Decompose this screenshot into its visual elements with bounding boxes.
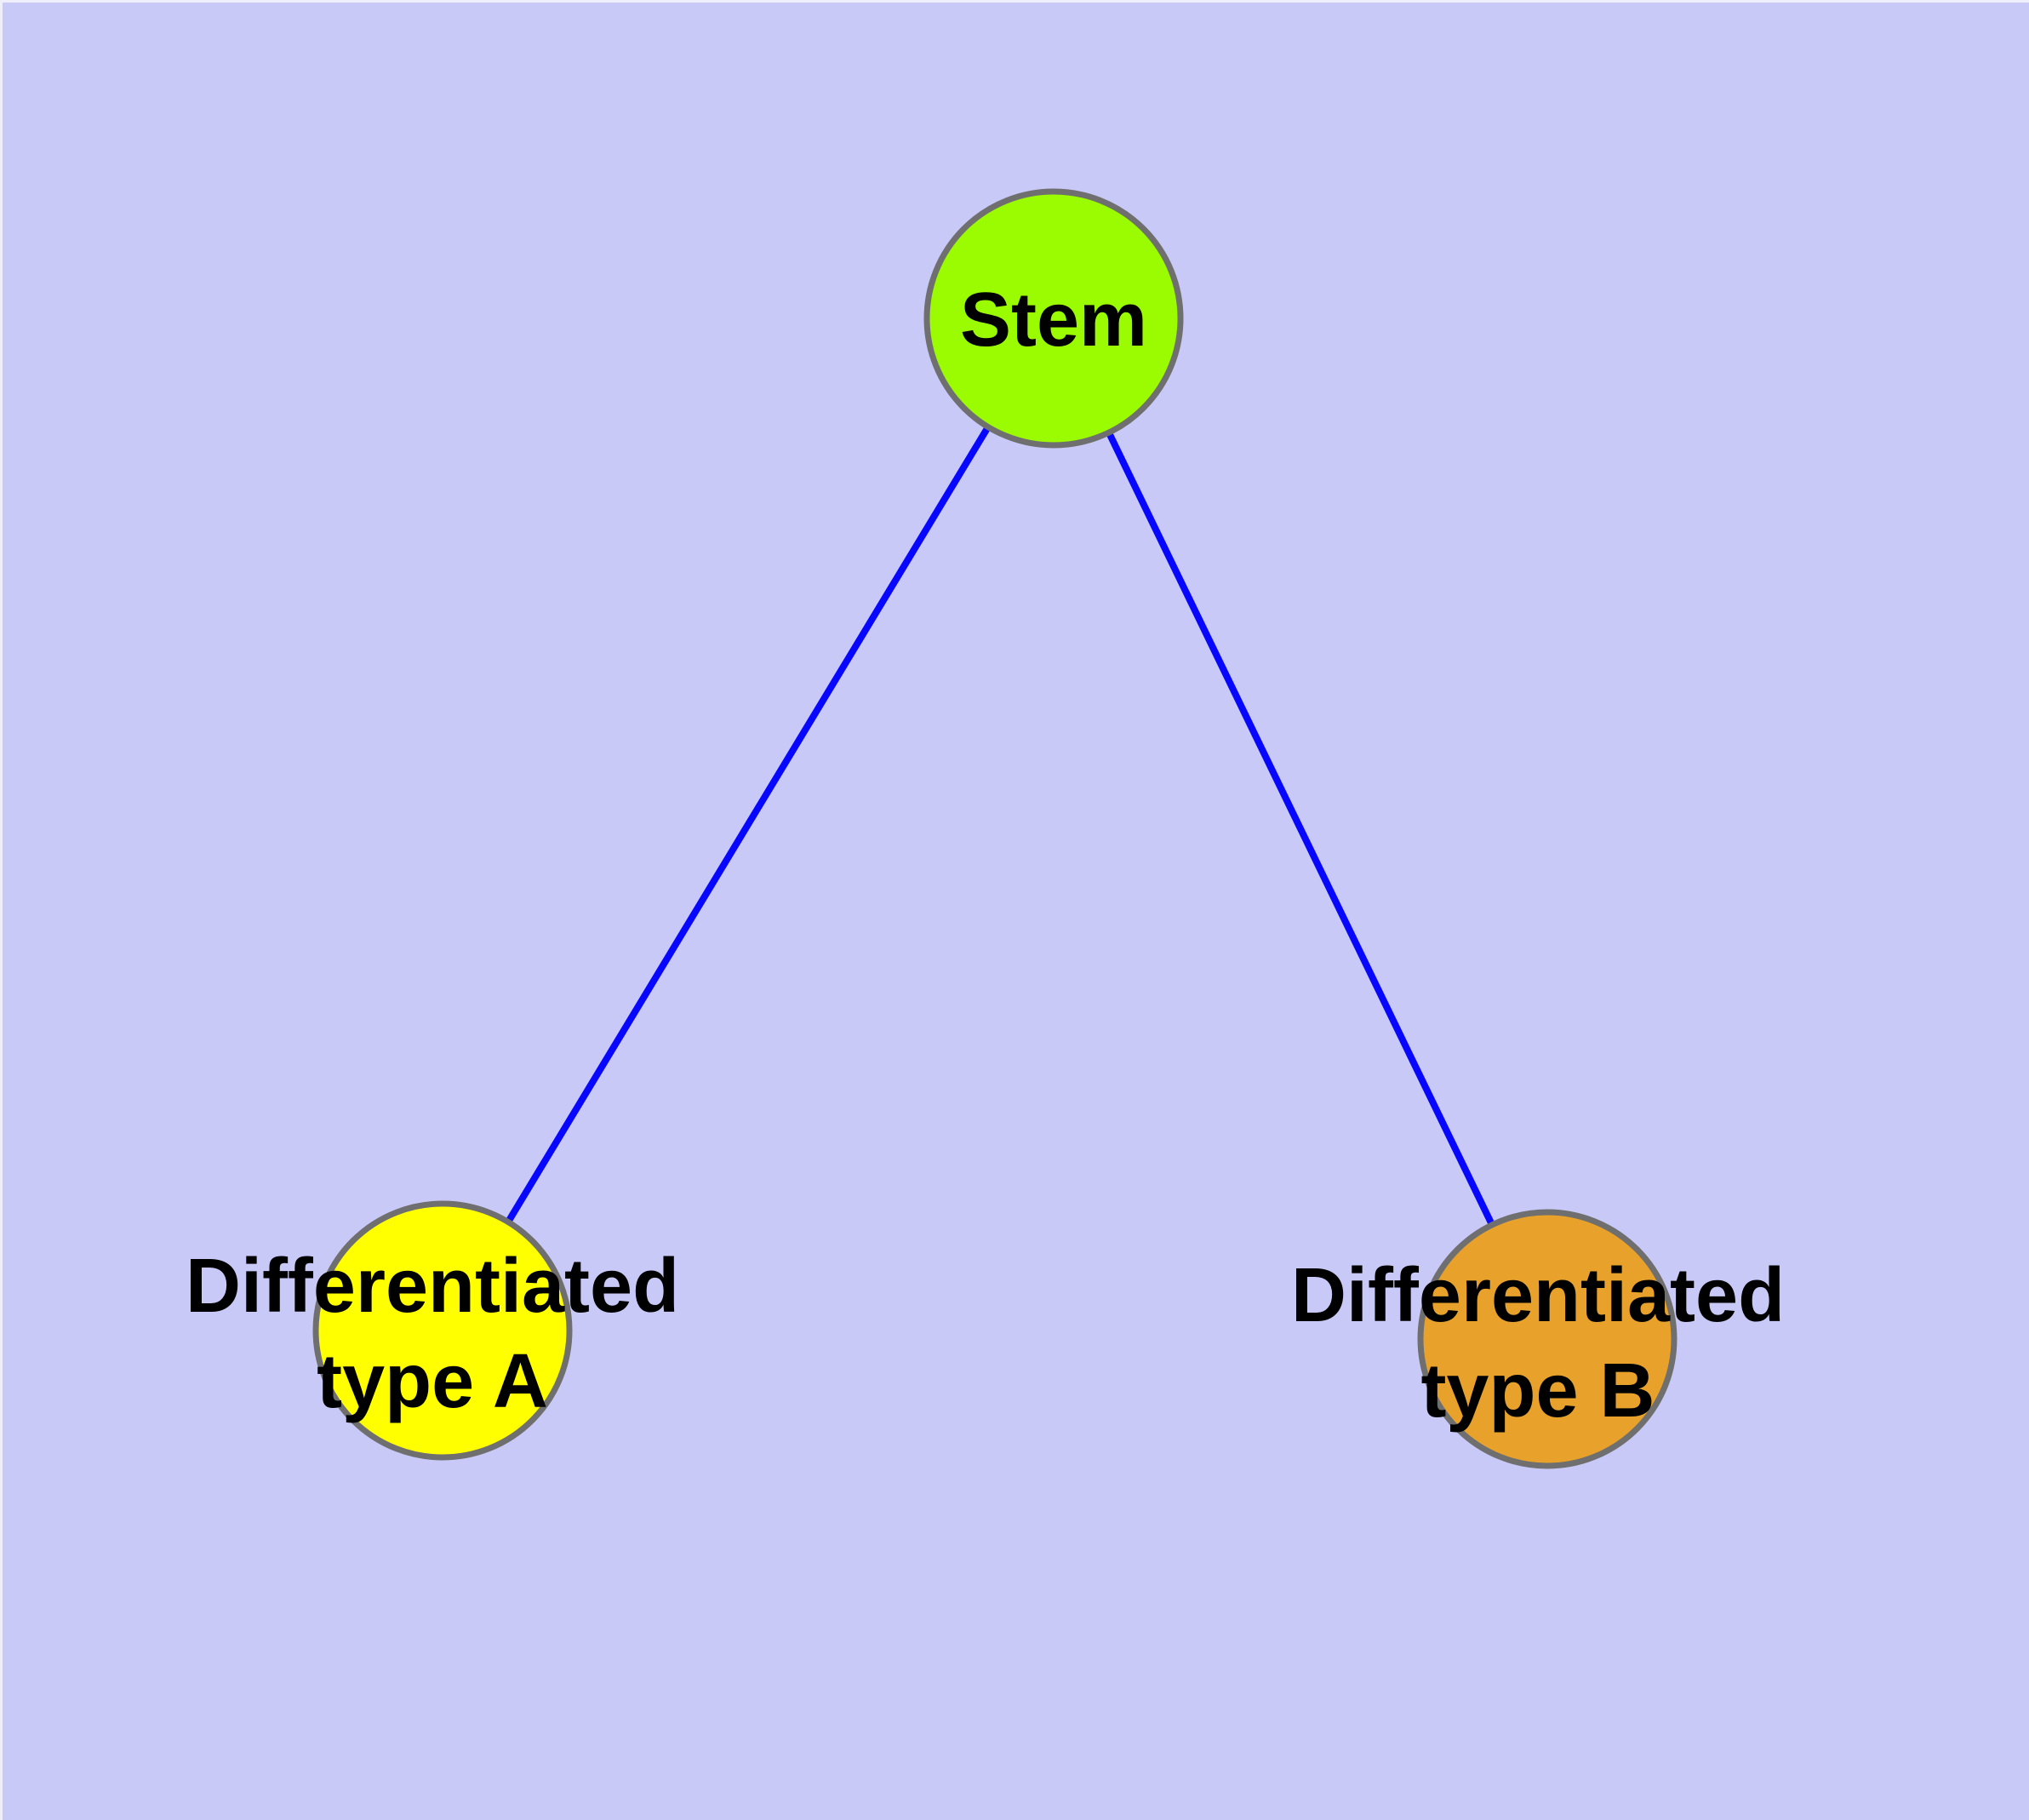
node-stem-label-text: Stem	[959, 278, 1148, 363]
node-type-a-label-line2: type A	[317, 1339, 548, 1424]
canvas-top-edge-highlight	[0, 0, 2029, 3]
node-type-b-label: Differentiated type B	[1291, 1248, 1785, 1439]
node-type-a-circle	[312, 1200, 573, 1461]
node-type-a-label-line1: Differentiated	[185, 1244, 680, 1329]
canvas-left-edge-highlight	[0, 0, 3, 1820]
node-type-a-label: Differentiated type A	[186, 1239, 679, 1429]
edge-stem-to-type-b	[1050, 317, 1551, 1341]
node-stem-circle	[923, 188, 1184, 449]
node-type-b-label-line1: Differentiated	[1290, 1253, 1786, 1338]
edge-stem-to-type-a	[439, 316, 1057, 1333]
node-type-b-circle	[1417, 1209, 1677, 1469]
node-type-b-label-line2: type B	[1420, 1348, 1655, 1434]
node-stem-label: Stem	[960, 272, 1147, 368]
